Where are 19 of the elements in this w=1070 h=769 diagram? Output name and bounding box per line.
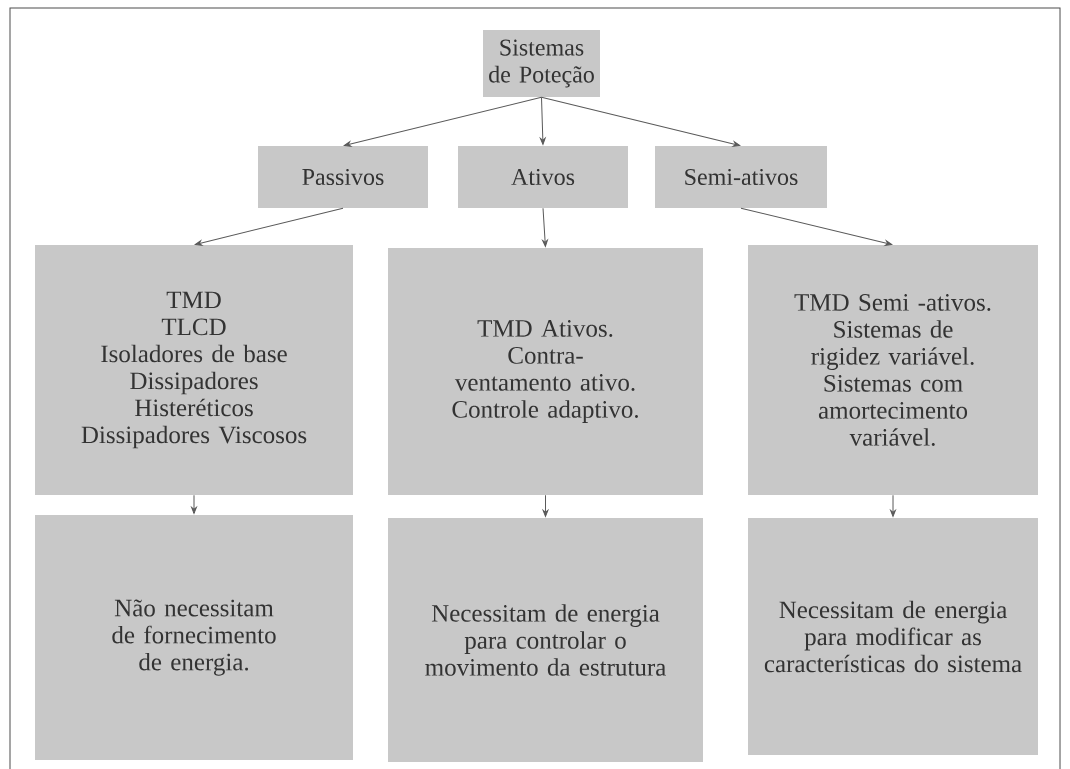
text-box: Semi-ativos — [655, 146, 827, 208]
arrow — [343, 96, 542, 147]
text-box: Sistemas de Poteção — [483, 30, 600, 97]
arrow — [541, 96, 741, 147]
arrow — [194, 207, 344, 246]
text-box: TMD Ativos. Contra-ventamento ativo. Controle adaptivo. — [388, 248, 703, 495]
arrow — [191, 494, 197, 514]
arrow — [542, 494, 549, 517]
text-box: Passivos — [258, 146, 428, 208]
text-box: TMD Semi -ativos. Sistemas de rigidez variável. Sistemas com amortecimento variável. — [748, 245, 1038, 495]
arrow — [890, 494, 896, 517]
text-box: TMD TLCD Isoladores de base Dissipadores Histeréticos Dissipadores Viscosos — [35, 245, 353, 495]
text-box: Necessitam de energia para controlar o movimento da estrutura — [388, 518, 703, 762]
arrow — [539, 96, 546, 145]
text-box: Ativos — [458, 146, 628, 208]
text-box: Não necessitam de fornecimento de energia. — [35, 515, 353, 760]
arrow — [740, 207, 893, 246]
arrow — [542, 207, 548, 247]
text-box: Necessitam de energia para modificar as características do sistema — [748, 518, 1038, 755]
